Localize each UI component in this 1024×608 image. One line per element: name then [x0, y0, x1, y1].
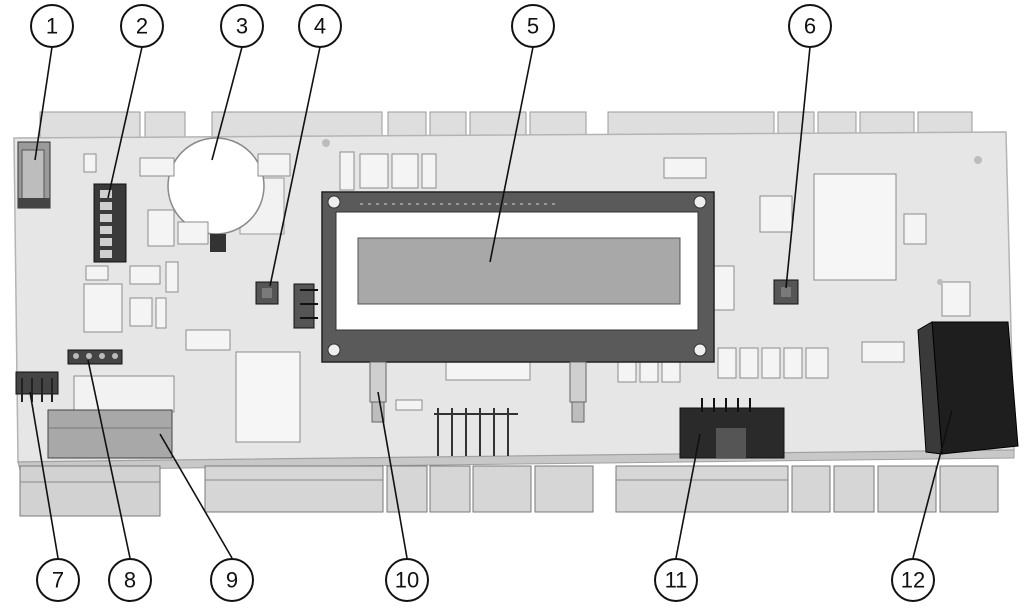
- ic-chip-right: [813, 173, 897, 281]
- callout-2: 2: [120, 4, 164, 48]
- callout-4-label: 4: [314, 14, 326, 39]
- relay-block: [47, 375, 175, 459]
- callout-7-label: 7: [52, 568, 64, 593]
- ic-chip-left: [235, 351, 301, 443]
- top-terminal-row: [39, 111, 973, 139]
- callout-5: 5: [511, 4, 555, 48]
- callout-11-label: 11: [665, 568, 688, 593]
- callout-7: 7: [36, 558, 80, 602]
- callout-3: 3: [220, 4, 264, 48]
- callout-10: 10: [385, 558, 429, 602]
- push-button-left: [255, 281, 279, 305]
- callout-6-label: 6: [804, 14, 816, 39]
- pin-header-left: [15, 371, 59, 402]
- jumper-header: [293, 283, 318, 329]
- callout-8: 8: [108, 558, 152, 602]
- black-connector-block: [917, 321, 1019, 455]
- callout-9: 9: [210, 558, 254, 602]
- mounting-holes: [322, 139, 982, 285]
- callout-1: 1: [30, 4, 74, 48]
- callout-8-label: 8: [124, 568, 136, 593]
- callout-3-label: 3: [236, 14, 248, 39]
- callout-6: 6: [788, 4, 832, 48]
- smd-components: [83, 151, 971, 411]
- callout-11: 11: [654, 558, 698, 602]
- callout-10-label: 10: [395, 568, 419, 593]
- callout-1-label: 1: [46, 14, 58, 39]
- pin-header-middle: [67, 349, 123, 365]
- pin-header-center: [434, 408, 518, 456]
- bottom-terminal-row: [19, 465, 999, 517]
- callout-2-label: 2: [136, 14, 148, 39]
- coin-battery: [167, 137, 285, 252]
- dip-switch: [93, 183, 127, 263]
- connector-block-left: [17, 141, 51, 209]
- display-standoffs: [369, 361, 587, 423]
- callout-12: 12: [891, 558, 935, 602]
- leader-lines: [29, 46, 953, 559]
- callout-5-label: 5: [527, 14, 539, 39]
- callout-9-label: 9: [226, 568, 238, 593]
- callout-4: 4: [298, 4, 342, 48]
- lcd-display: [321, 191, 715, 363]
- callout-12-label: 12: [901, 568, 925, 593]
